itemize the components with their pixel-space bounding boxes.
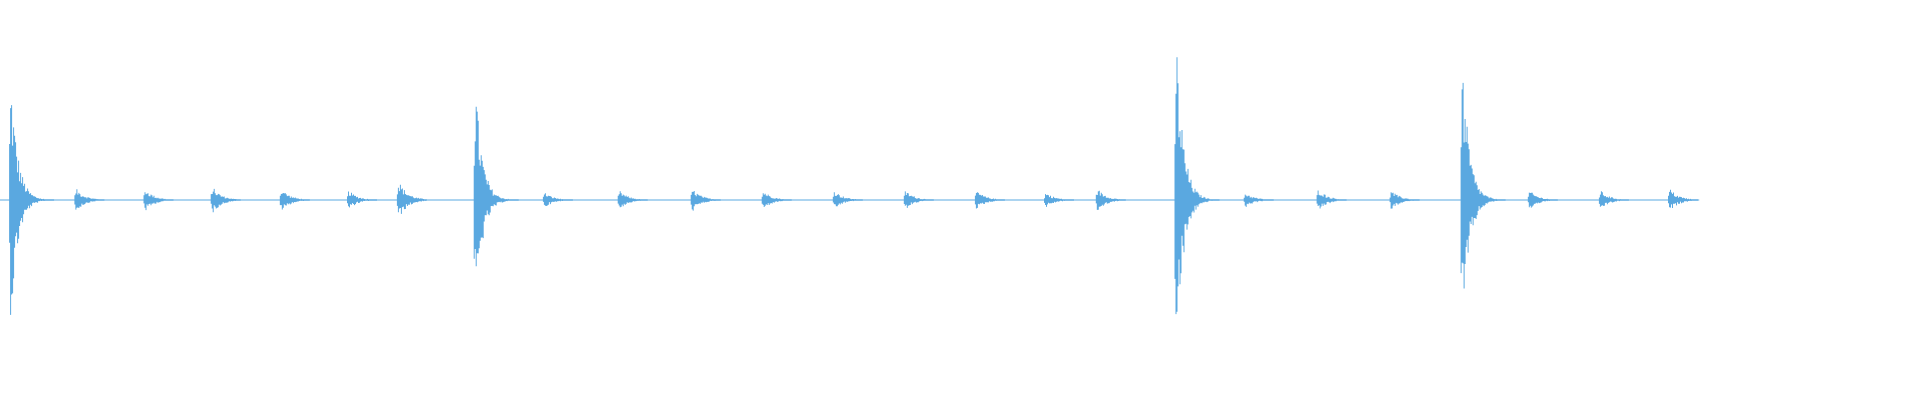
waveform-event-6 <box>396 184 427 214</box>
waveform-event-8 <box>542 193 573 206</box>
waveform-event-16 <box>1095 190 1126 210</box>
waveform-event-10 <box>690 191 721 211</box>
waveform-peak <box>396 184 427 214</box>
waveform-event-22 <box>1527 192 1558 208</box>
waveform-event-11 <box>761 193 792 207</box>
waveform-peak <box>347 191 377 208</box>
waveform-event-15 <box>1044 194 1074 207</box>
waveform-event-3 <box>210 188 241 213</box>
waveform-peak <box>1243 194 1274 207</box>
waveform-peak <box>1527 192 1558 208</box>
waveform-event-5 <box>347 191 377 208</box>
waveform-event-17 <box>1174 57 1220 315</box>
waveform-event-12 <box>832 192 863 207</box>
waveform-event-13 <box>903 191 934 208</box>
waveform-peak <box>761 193 792 207</box>
waveform-event-20 <box>1389 192 1420 209</box>
waveform-peak <box>473 106 519 267</box>
waveform-peak <box>832 192 863 207</box>
waveform-peak <box>903 191 934 208</box>
waveform-peak <box>9 105 55 315</box>
waveform-peak <box>617 191 648 208</box>
waveform-event-9 <box>617 191 648 208</box>
waveform-event-18 <box>1243 194 1274 207</box>
waveform-peak <box>1316 190 1347 209</box>
waveform-peak <box>1044 194 1074 207</box>
waveform-event-21 <box>1460 82 1506 289</box>
waveform-event-7 <box>473 106 519 267</box>
waveform-peaks <box>9 57 1698 315</box>
waveform-event-4 <box>279 193 310 210</box>
waveform-peak <box>1668 189 1698 208</box>
waveform-event-0 <box>9 105 55 315</box>
waveform-event-19 <box>1316 190 1347 209</box>
waveform-peak <box>690 191 721 211</box>
waveform-peak <box>143 192 174 211</box>
waveform-event-14 <box>974 192 1005 209</box>
waveform-peak <box>974 192 1005 209</box>
waveform-peak <box>1389 192 1420 209</box>
waveform-peak <box>279 193 310 210</box>
waveform-event-1 <box>74 189 105 210</box>
waveform-peak <box>542 193 573 206</box>
waveform-event-24 <box>1668 189 1698 208</box>
waveform-event-23 <box>1598 191 1629 207</box>
waveform-peak <box>210 188 241 213</box>
waveform-peak <box>1598 191 1629 207</box>
waveform-event-2 <box>143 192 174 211</box>
waveform-peak <box>1174 57 1220 315</box>
waveform-peak <box>1460 82 1506 289</box>
waveform-peak <box>74 189 105 210</box>
waveform-peak <box>1095 190 1126 210</box>
